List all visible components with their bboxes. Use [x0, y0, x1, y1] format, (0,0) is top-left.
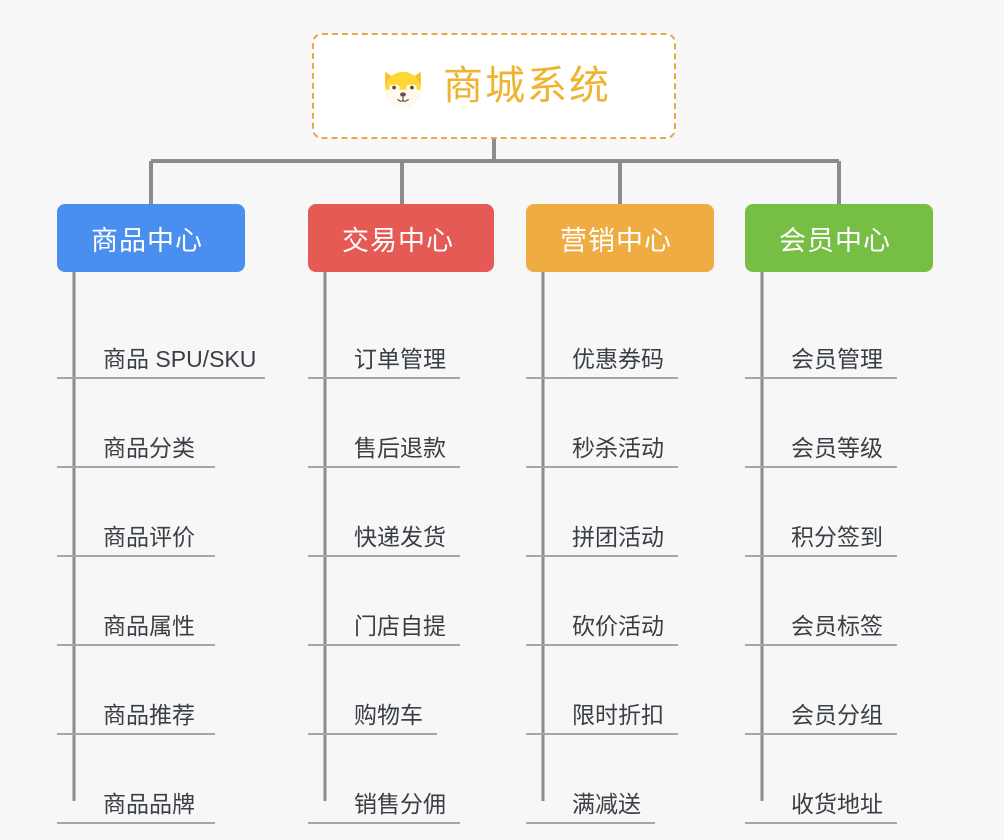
list-item[interactable]: 会员管理 — [745, 290, 959, 379]
leaf-label: 商品属性 — [103, 613, 195, 639]
list-item[interactable]: 会员分组 — [745, 646, 959, 735]
leaf-rule — [526, 644, 678, 646]
leaf-rule — [57, 466, 215, 468]
list-item[interactable]: 限时折扣 — [526, 646, 740, 735]
leaf-rule — [308, 377, 460, 379]
leaf-rule — [526, 733, 678, 735]
list-item[interactable]: 商品 SPU/SKU — [57, 290, 291, 379]
leaf-label: 优惠券码 — [572, 346, 664, 372]
branch-trade-center: 交易中心 订单管理 售后退款 快递发货 门店自提 购物车 — [308, 204, 522, 824]
leaf-label: 限时折扣 — [572, 702, 664, 728]
leaf-rule — [526, 822, 655, 824]
leaf-label: 会员标签 — [791, 613, 883, 639]
leaf-rule — [308, 644, 460, 646]
leaf-label: 销售分佣 — [354, 791, 446, 817]
list-item[interactable]: 购物车 — [308, 646, 522, 735]
leaf-label: 售后退款 — [354, 435, 446, 461]
leaf-rule — [526, 377, 678, 379]
leaf-rule — [745, 733, 897, 735]
list-item[interactable]: 快递发货 — [308, 468, 522, 557]
branch-header-product-center[interactable]: 商品中心 — [57, 204, 245, 272]
list-item[interactable]: 商品属性 — [57, 557, 291, 646]
leaf-rule — [745, 644, 897, 646]
leaf-rule — [57, 822, 215, 824]
shiba-dog-face-icon — [377, 62, 429, 114]
leaf-rule — [57, 377, 265, 379]
list-item[interactable]: 商品评价 — [57, 468, 291, 557]
leaf-list-product-center: 商品 SPU/SKU 商品分类 商品评价 商品属性 商品推荐 商品品牌 — [57, 272, 291, 824]
leaf-rule — [308, 822, 460, 824]
leaf-label: 商品推荐 — [103, 702, 195, 728]
leaf-label: 购物车 — [354, 702, 423, 728]
list-item[interactable]: 积分签到 — [745, 468, 959, 557]
leaf-label: 拼团活动 — [572, 524, 664, 550]
branch-product-center: 商品中心 商品 SPU/SKU 商品分类 商品评价 商品属性 商品推荐 — [57, 204, 291, 824]
list-item[interactable]: 收货地址 — [745, 735, 959, 824]
list-item[interactable]: 商品分类 — [57, 379, 291, 468]
leaf-label: 收货地址 — [791, 791, 883, 817]
leaf-rule — [745, 466, 897, 468]
list-item[interactable]: 砍价活动 — [526, 557, 740, 646]
leaf-rule — [57, 644, 215, 646]
branch-marketing-center: 营销中心 优惠券码 秒杀活动 拼团活动 砍价活动 限时折扣 — [526, 204, 740, 824]
leaf-rule — [308, 555, 460, 557]
list-item[interactable]: 满减送 — [526, 735, 740, 824]
leaf-label: 会员管理 — [791, 346, 883, 372]
leaf-label: 砍价活动 — [572, 613, 664, 639]
leaf-list-trade-center: 订单管理 售后退款 快递发货 门店自提 购物车 销售分佣 — [308, 272, 522, 824]
list-item[interactable]: 订单管理 — [308, 290, 522, 379]
leaf-rule — [526, 466, 678, 468]
leaf-label: 快递发货 — [354, 524, 446, 550]
leaf-rule — [308, 733, 437, 735]
leaf-list-member-center: 会员管理 会员等级 积分签到 会员标签 会员分组 收货地址 — [745, 272, 959, 824]
leaf-rule — [745, 555, 897, 557]
leaf-label: 门店自提 — [354, 613, 446, 639]
list-item[interactable]: 商品品牌 — [57, 735, 291, 824]
branch-header-trade-center[interactable]: 交易中心 — [308, 204, 494, 272]
list-item[interactable]: 销售分佣 — [308, 735, 522, 824]
list-item[interactable]: 会员标签 — [745, 557, 959, 646]
branch-header-member-center[interactable]: 会员中心 — [745, 204, 933, 272]
leaf-rule — [57, 555, 215, 557]
list-item[interactable]: 门店自提 — [308, 557, 522, 646]
leaf-label: 订单管理 — [354, 346, 446, 372]
leaf-label: 秒杀活动 — [572, 435, 664, 461]
leaf-label: 会员等级 — [791, 435, 883, 461]
list-item[interactable]: 优惠券码 — [526, 290, 740, 379]
leaf-label: 商品分类 — [103, 435, 195, 461]
branch-header-marketing-center[interactable]: 营销中心 — [526, 204, 714, 272]
leaf-label: 积分签到 — [791, 524, 883, 550]
leaf-label: 会员分组 — [791, 702, 883, 728]
list-item[interactable]: 拼团活动 — [526, 468, 740, 557]
leaf-list-marketing-center: 优惠券码 秒杀活动 拼团活动 砍价活动 限时折扣 满减送 — [526, 272, 740, 824]
leaf-rule — [57, 733, 215, 735]
leaf-rule — [745, 377, 897, 379]
leaf-label: 满减送 — [572, 791, 641, 817]
root-title: 商城系统 — [443, 64, 611, 108]
root-node[interactable]: 商城系统 — [312, 33, 676, 139]
list-item[interactable]: 商品推荐 — [57, 646, 291, 735]
list-item[interactable]: 秒杀活动 — [526, 379, 740, 468]
leaf-label: 商品评价 — [103, 524, 195, 550]
leaf-rule — [308, 466, 460, 468]
list-item[interactable]: 会员等级 — [745, 379, 959, 468]
leaf-label: 商品品牌 — [103, 791, 195, 817]
branch-member-center: 会员中心 会员管理 会员等级 积分签到 会员标签 会员分组 — [745, 204, 959, 824]
leaf-rule — [526, 555, 678, 557]
list-item[interactable]: 售后退款 — [308, 379, 522, 468]
leaf-label: 商品 SPU/SKU — [103, 346, 257, 372]
leaf-rule — [745, 822, 897, 824]
